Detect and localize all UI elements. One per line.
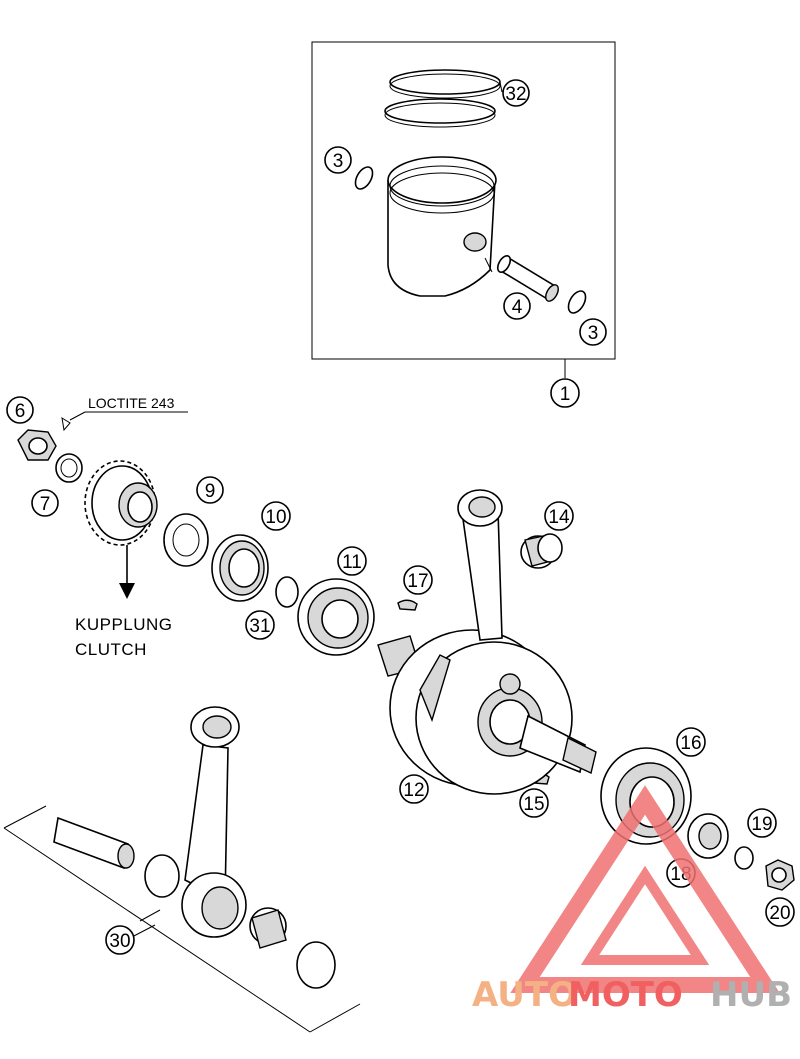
piston-rings (384, 69, 501, 128)
clutch-label-de: KUPPLUNG (75, 615, 173, 634)
callout-14: 14 (544, 501, 574, 531)
circlip-left (354, 166, 374, 190)
loctite-leader (69, 411, 86, 421)
callout-19: 19 (747, 808, 777, 838)
callout-15: 15 (519, 788, 549, 818)
svg-text:19: 19 (751, 814, 772, 835)
svg-text:31: 31 (249, 616, 270, 637)
o-ring-31 (275, 576, 299, 608)
needle-bearing-14 (520, 533, 563, 569)
callout-1: 1 (550, 378, 580, 408)
piston (387, 156, 497, 297)
callout-17: 17 (403, 565, 433, 595)
callout-11: 11 (337, 546, 367, 576)
callout-6: 6 (6, 396, 34, 424)
arrow-down-icon (119, 583, 135, 599)
svg-text:6: 6 (15, 401, 26, 422)
svg-text:15: 15 (523, 794, 544, 815)
nut-20 (765, 859, 795, 891)
clutch-label-en: CLUTCH (75, 640, 147, 659)
callout-3-left: 3 (324, 146, 352, 174)
callout-12: 12 (399, 774, 429, 804)
callout-4: 4 (503, 292, 531, 320)
callout-16: 16 (676, 727, 706, 757)
woodruff-key-17 (397, 599, 418, 611)
thrust-washer-right (296, 941, 336, 989)
svg-text:30: 30 (109, 931, 130, 952)
callout-7: 7 (31, 489, 59, 517)
crankshaft-12 (377, 489, 597, 795)
svg-text:11: 11 (342, 552, 362, 573)
svg-text:1: 1 (560, 384, 571, 405)
callout-32: 32 (502, 79, 530, 107)
callout-3-right: 3 (579, 318, 607, 346)
svg-text:12: 12 (403, 780, 424, 801)
callout-31: 31 (245, 610, 275, 640)
callout-9: 9 (196, 476, 224, 504)
loctite-label: LOCTITE 243 (88, 395, 175, 411)
circlip-right (567, 290, 587, 314)
primary-gear (84, 460, 158, 546)
callout-30: 30 (105, 925, 135, 955)
needle-bearing-30 (249, 907, 287, 949)
svg-text:32: 32 (505, 84, 526, 105)
callout-20: 20 (765, 897, 795, 927)
svg-text:10: 10 (265, 507, 286, 528)
nut-6 (17, 429, 57, 461)
automotohub-logo-icon (510, 785, 780, 993)
thrust-washer-left (144, 854, 180, 898)
svg-text:3: 3 (588, 323, 599, 344)
svg-text:7: 7 (40, 494, 51, 515)
washer-19 (734, 846, 754, 870)
svg-text:20: 20 (769, 903, 790, 924)
washer-7 (55, 453, 83, 483)
conrod-kit-frame (3, 805, 361, 1033)
piston-pin (496, 255, 559, 302)
shaft-seal-10 (211, 534, 269, 602)
spacer-9 (163, 513, 209, 567)
svg-text:3: 3 (333, 151, 344, 172)
bearing-11 (297, 578, 375, 656)
svg-text:HUB: HUB (710, 975, 792, 1015)
svg-text:14: 14 (548, 507, 570, 528)
svg-text:16: 16 (680, 733, 701, 754)
svg-text:MOTO: MOTO (568, 975, 683, 1015)
watermark-text: AUTO MOTO HUB (472, 975, 792, 1015)
loctite-drop (61, 416, 71, 432)
svg-text:17: 17 (407, 571, 428, 592)
svg-text:AUTO: AUTO (472, 975, 577, 1015)
svg-text:4: 4 (512, 297, 523, 318)
piston-kit-frame (311, 41, 616, 360)
connecting-rod (181, 706, 247, 938)
crank-pin (53, 816, 135, 870)
svg-text:9: 9 (205, 481, 216, 502)
callout-10: 10 (261, 501, 291, 531)
spacer-19 (687, 813, 729, 859)
